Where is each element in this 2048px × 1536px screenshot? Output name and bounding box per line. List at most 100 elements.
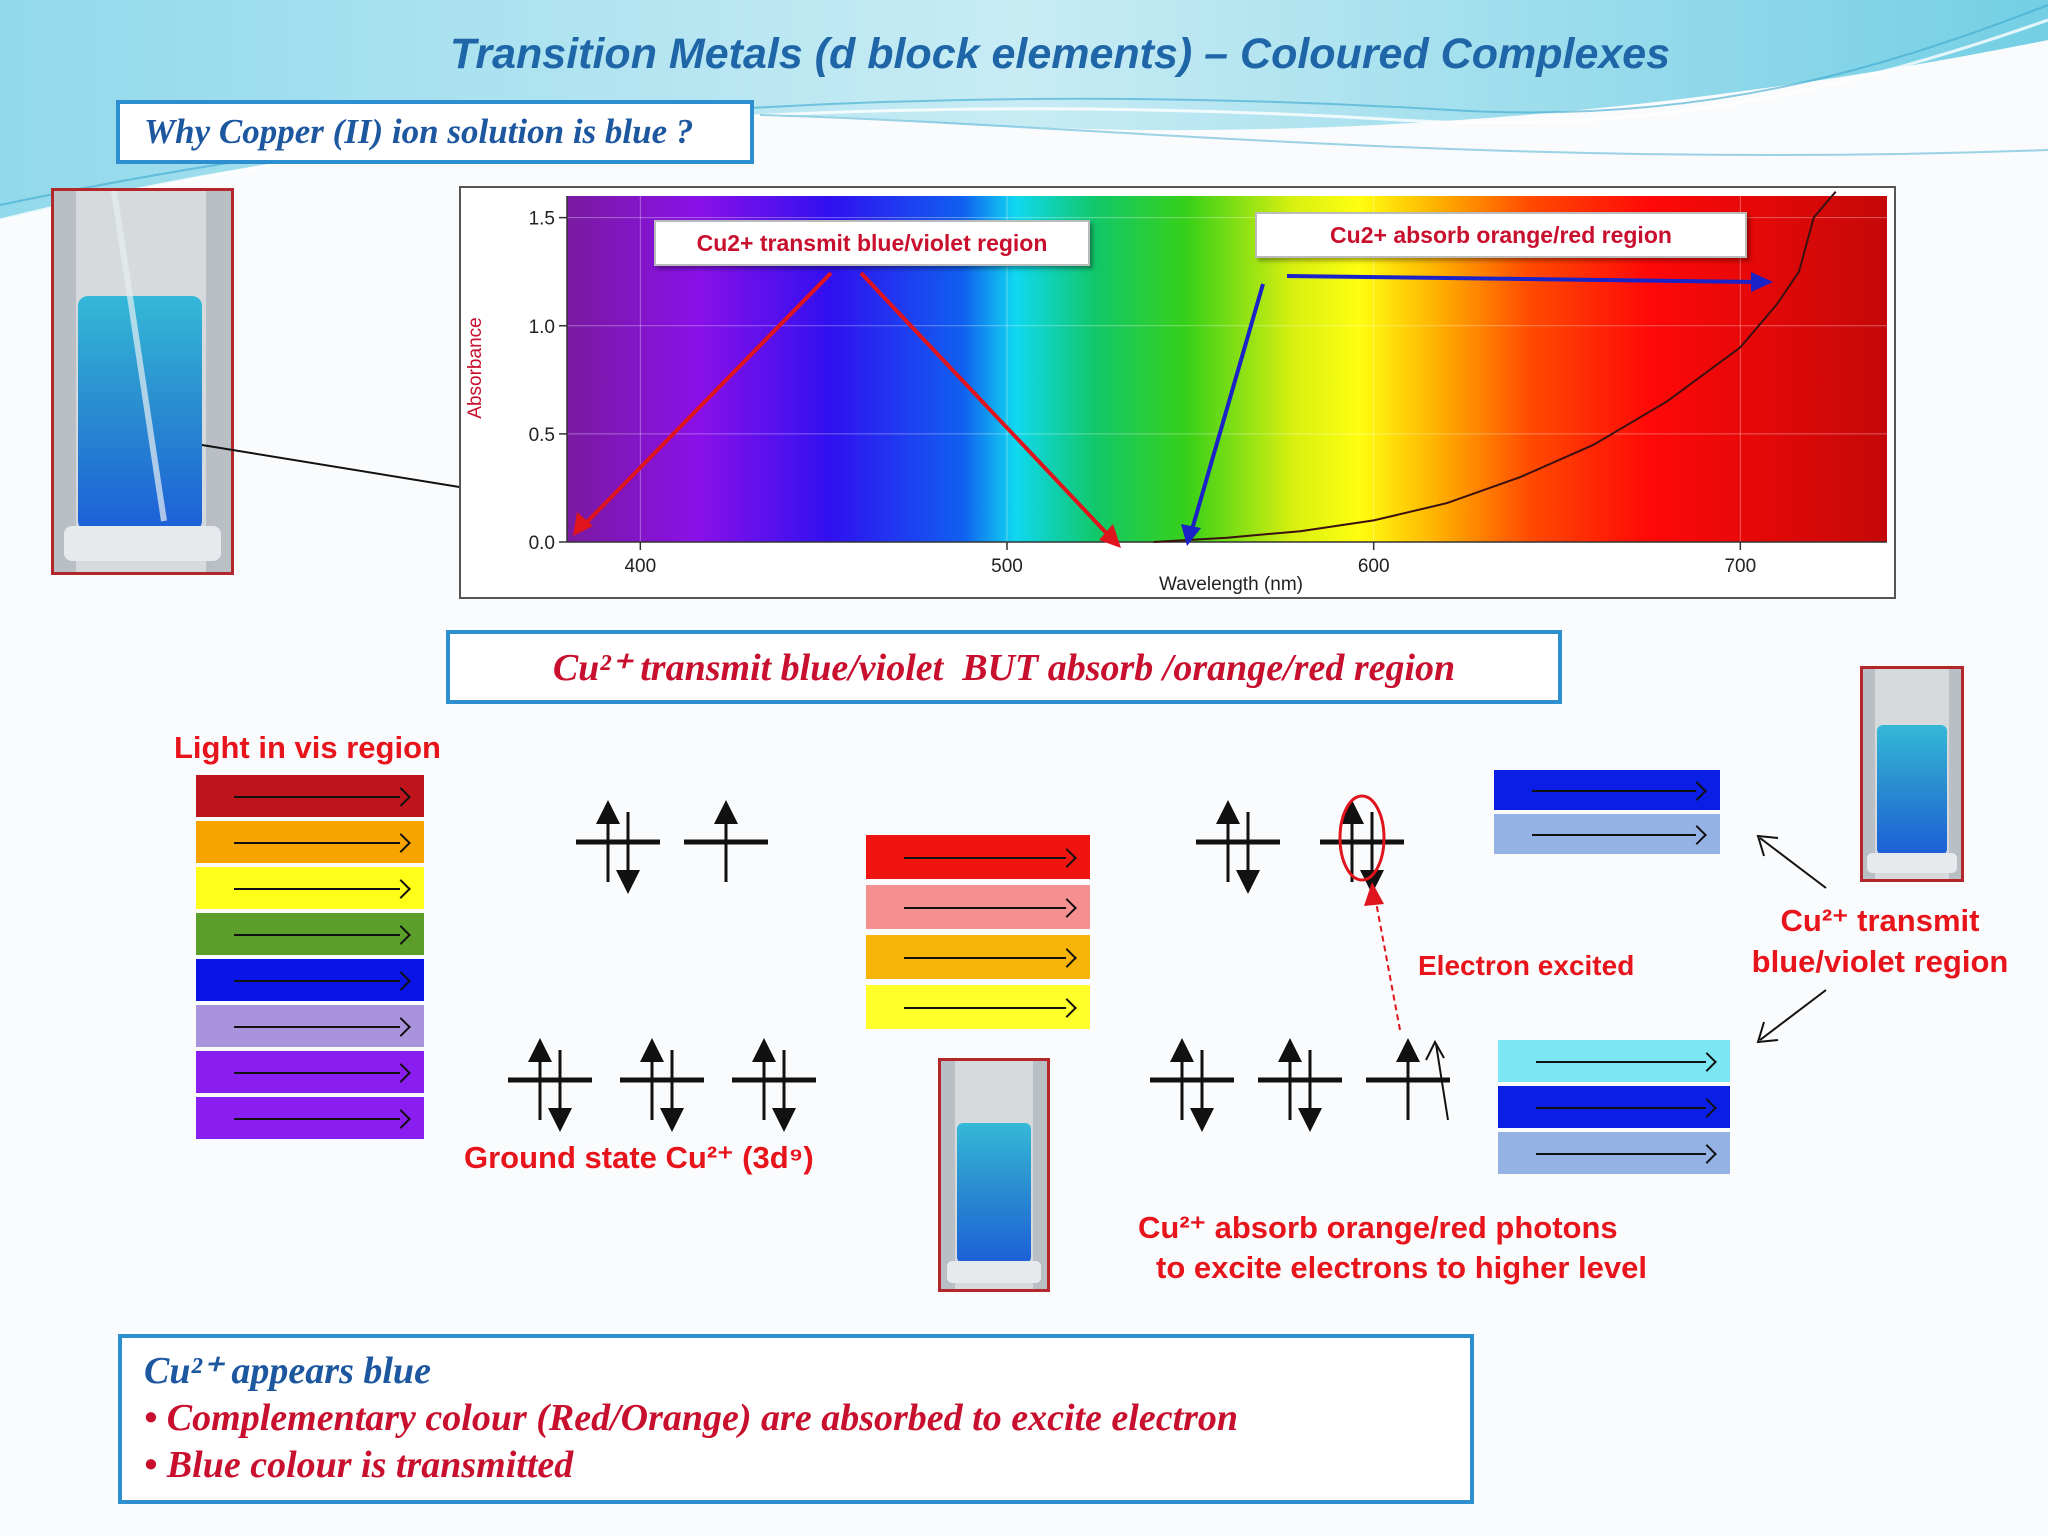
transmitted-bars-top xyxy=(1494,770,1720,858)
transmitted-band xyxy=(1498,1132,1730,1174)
absorbed-band xyxy=(866,935,1090,979)
absorb-arrowhead-right xyxy=(1751,272,1773,292)
light-arrowhead xyxy=(1687,781,1707,801)
light-arrow xyxy=(1536,1107,1706,1109)
conclusion-bullet-2: • Blue colour is transmitted xyxy=(144,1444,574,1486)
absorb-pointer-head xyxy=(1425,1039,1445,1061)
absorbance-curve xyxy=(1153,191,1837,543)
light-arrow xyxy=(1536,1061,1706,1063)
summary-text: Cu²⁺ transmit blue/violet BUT absorb /or… xyxy=(552,646,1456,689)
x-tick-label: 700 xyxy=(1724,556,1756,577)
conclusion-box: Cu²⁺ appears blue • Complementary colour… xyxy=(118,1334,1474,1504)
excitation-arrowhead xyxy=(1364,882,1384,906)
light-arrow xyxy=(904,1007,1066,1009)
spin-down-head xyxy=(616,870,640,894)
transmitted-band xyxy=(1498,1086,1730,1128)
light-arrowhead xyxy=(391,1063,411,1083)
light-arrowhead xyxy=(391,1017,411,1037)
spin-up-head xyxy=(1340,800,1364,824)
light-arrow xyxy=(234,842,400,844)
spin-down-head xyxy=(1190,1108,1214,1132)
light-arrow xyxy=(234,796,400,798)
light-arrow xyxy=(234,1072,400,1074)
light-band xyxy=(196,821,424,863)
x-axis-label: Wavelength (nm) xyxy=(1159,574,1303,595)
light-arrowhead xyxy=(1057,848,1077,868)
spin-up-head xyxy=(1170,1038,1194,1062)
light-vis-label: Light in vis region xyxy=(174,730,441,765)
absorb-arrowhead-down xyxy=(1181,524,1201,546)
transmit-label-line1: Cu²⁺ transmit xyxy=(1780,903,1980,938)
transmitted-band xyxy=(1494,770,1720,810)
light-arrowhead xyxy=(391,925,411,945)
spin-up-head xyxy=(1278,1038,1302,1062)
excitation-arrow xyxy=(1375,901,1401,1031)
absorb-photons-line2: to excite electrons to higher level xyxy=(1156,1250,1647,1285)
light-band xyxy=(196,1051,424,1093)
absorb-arrow-down xyxy=(1189,283,1265,534)
light-band xyxy=(196,913,424,955)
absorbed-band xyxy=(866,835,1090,879)
absorb-arrow-right xyxy=(1286,274,1758,284)
light-band xyxy=(196,1005,424,1047)
y-tick-label: 1.5 xyxy=(529,209,555,230)
spin-up-head xyxy=(752,1038,776,1062)
spin-up-head xyxy=(1396,1038,1420,1062)
absorbed-band xyxy=(866,985,1090,1029)
transmit-arrow-right xyxy=(859,271,1113,540)
light-arrowhead xyxy=(391,833,411,853)
light-arrow xyxy=(234,1118,400,1120)
light-arrowhead xyxy=(1697,1098,1717,1118)
pointer-arrow xyxy=(201,444,495,504)
transmitted-bars-bottom xyxy=(1498,1040,1730,1178)
y-tick-label: 1.0 xyxy=(529,317,555,338)
absorb-photons-line1: Cu²⁺ absorb orange/red photons xyxy=(1138,1210,1618,1245)
y-tick-label: 0.0 xyxy=(529,533,555,554)
light-arrow xyxy=(1532,790,1696,792)
spin-down-head xyxy=(548,1108,572,1132)
question-text: Why Copper (II) ion solution is blue ? xyxy=(144,112,694,151)
light-band xyxy=(196,959,424,1001)
transmit-label: Cu²⁺ transmit blue/violet region xyxy=(1740,900,2020,982)
light-arrowhead xyxy=(1697,1144,1717,1164)
spin-up-head xyxy=(528,1038,552,1062)
light-arrowhead xyxy=(391,879,411,899)
electron-excited-label: Electron excited xyxy=(1418,950,1635,981)
spin-up-head xyxy=(596,800,620,824)
light-arrow xyxy=(904,957,1066,959)
test-tube-photo xyxy=(51,188,234,575)
ground-state-label: Ground state Cu²⁺ (3d⁹) xyxy=(464,1140,814,1175)
light-arrowhead xyxy=(1057,948,1077,968)
light-band xyxy=(196,775,424,817)
absorbed-band xyxy=(866,885,1090,929)
spin-up-head xyxy=(640,1038,664,1062)
light-band xyxy=(196,1097,424,1139)
light-arrow xyxy=(1536,1153,1706,1155)
transmitted-band xyxy=(1498,1040,1730,1082)
light-arrowhead xyxy=(391,1109,411,1129)
x-tick-label: 400 xyxy=(624,556,656,577)
absorb-pointer xyxy=(1435,1043,1449,1121)
x-tick-label: 500 xyxy=(991,556,1023,577)
transmit-arrow-left xyxy=(581,271,833,528)
excited-electron-highlight xyxy=(1338,794,1386,882)
light-arrowhead xyxy=(391,971,411,991)
spin-down-head xyxy=(772,1108,796,1132)
absorb-annotation: Cu2+ absorb orange/red region xyxy=(1255,212,1747,258)
light-arrowhead xyxy=(1057,998,1077,1018)
spin-down-head xyxy=(660,1108,684,1132)
test-tube-photo-right xyxy=(1860,666,1964,882)
light-arrow xyxy=(234,1026,400,1028)
transmit-label-line2: blue/violet region xyxy=(1751,944,2009,979)
light-arrow xyxy=(904,857,1066,859)
transmitted-band xyxy=(1494,814,1720,854)
spin-up-head xyxy=(1216,800,1240,824)
light-arrow xyxy=(234,888,400,890)
summary-box: Cu²⁺ transmit blue/violet BUT absorb /or… xyxy=(446,630,1562,704)
spin-up-head xyxy=(714,800,738,824)
conclusion-heading: Cu²⁺ appears blue xyxy=(144,1350,431,1392)
transmit-annotation: Cu2+ transmit blue/violet region xyxy=(654,220,1090,266)
question-box: Why Copper (II) ion solution is blue ? xyxy=(116,100,754,164)
excited-state-orbitals xyxy=(1150,794,1450,1132)
